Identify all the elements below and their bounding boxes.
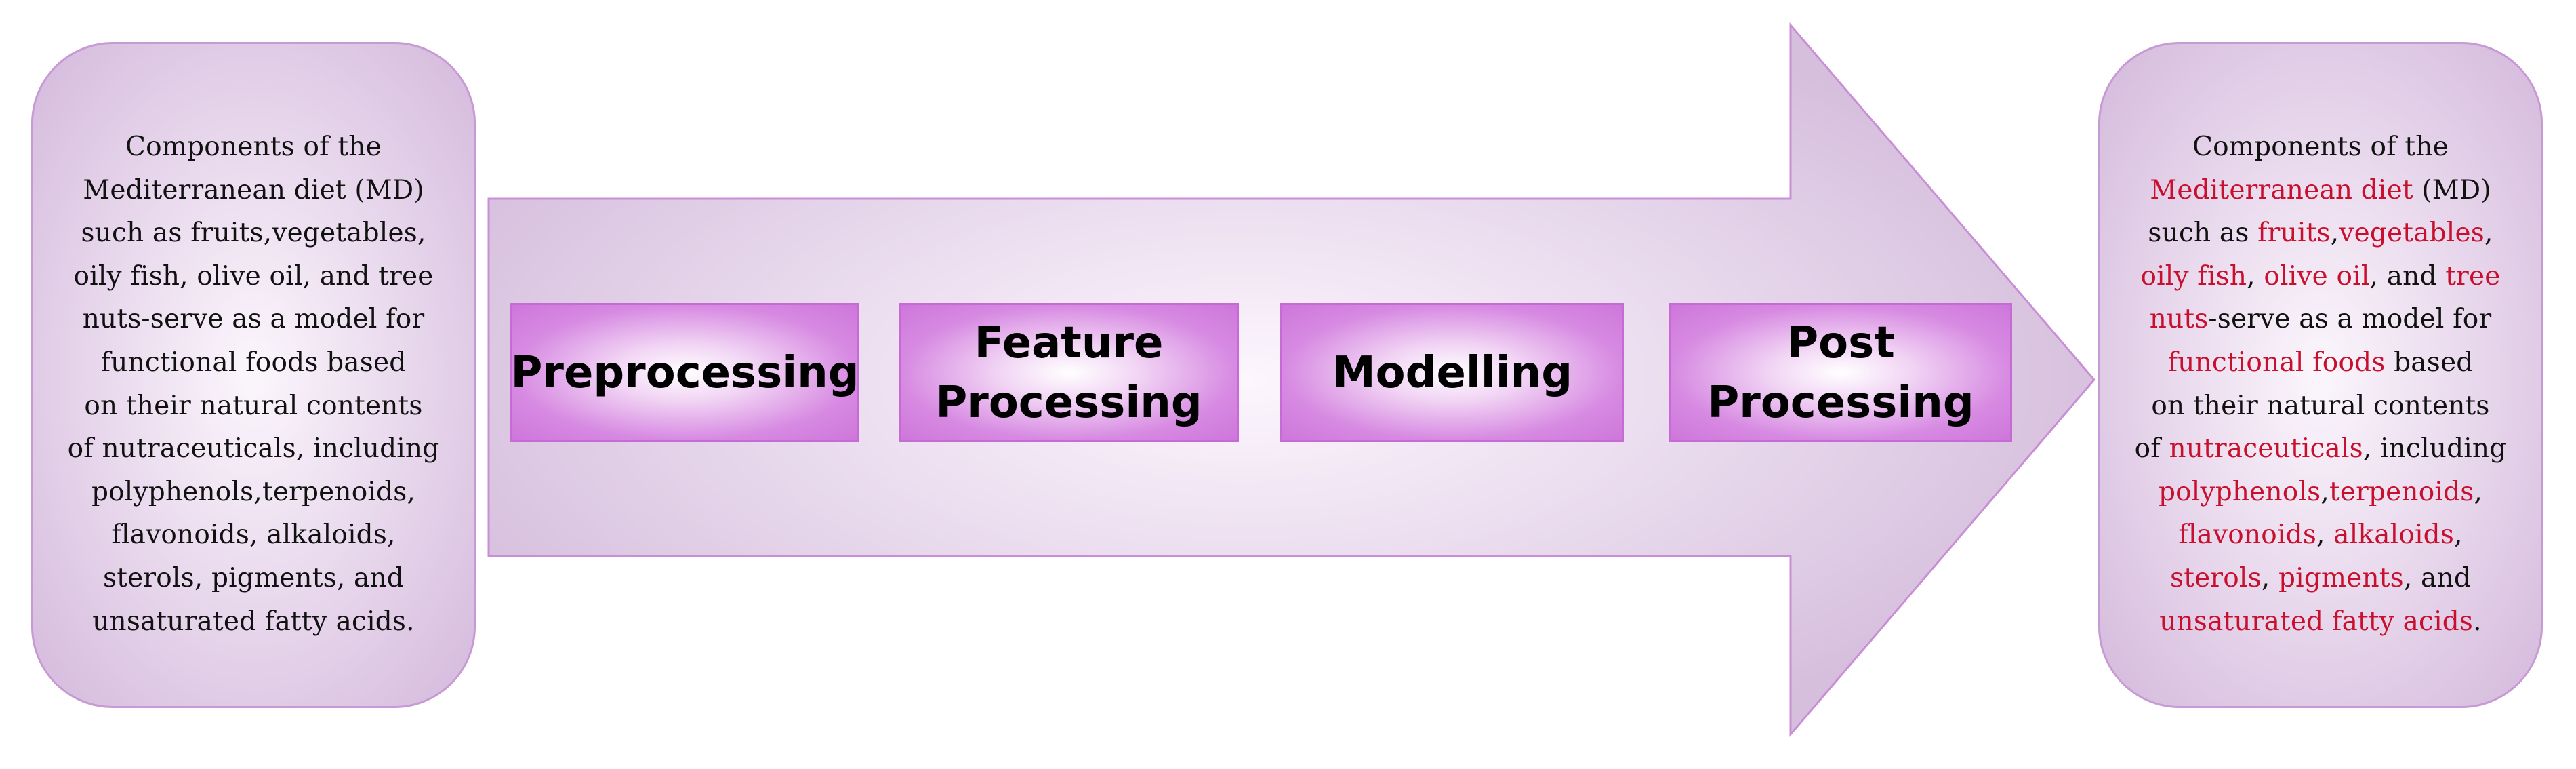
text-line: flavonoids, alkaloids, (33, 513, 474, 557)
text-line: polyphenols,terpenoids, (2100, 471, 2541, 514)
text-segment: , and (2369, 260, 2446, 292)
highlighted-term: functional foods (2167, 347, 2386, 378)
text-line: functional foods based (2100, 341, 2541, 384)
text-line: such as fruits,vegetables, (33, 212, 474, 255)
text-line: polyphenols,terpenoids, (33, 471, 474, 514)
text-line: Components of the (33, 125, 474, 169)
step-label: Feature Processing (935, 317, 1202, 428)
highlighted-term: vegetables (2339, 218, 2485, 249)
text-segment: unsaturated fatty acids. (92, 606, 415, 637)
highlighted-term: terpenoids (2329, 476, 2474, 507)
highlighted-term: oily fish (2140, 260, 2247, 292)
text-segment: Components of the (125, 132, 382, 162)
text-segment: , including (2363, 433, 2507, 465)
text-segment: on their natural contents (2151, 390, 2490, 421)
text-segment: Mediterranean diet (MD) (83, 174, 424, 205)
text-line: of nutraceuticals, including (2100, 427, 2541, 471)
highlighted-term: polyphenols (2158, 476, 2321, 507)
text-line: oily fish, olive oil, and tree (33, 255, 474, 298)
text-segment: polyphenols,terpenoids, (91, 476, 416, 507)
text-segment: , (2484, 218, 2493, 249)
text-line: sterols, pigments, and (2100, 557, 2541, 600)
text-segment: flavonoids, alkaloids, (111, 519, 396, 551)
text-line: of nutraceuticals, including (33, 427, 474, 471)
text-segment: of (2134, 433, 2169, 465)
highlighted-term: flavonoids (2178, 519, 2317, 551)
text-segment: sterols, pigments, and (103, 562, 404, 593)
text-segment: , (2316, 519, 2334, 551)
text-segment: functional foods based (100, 347, 407, 378)
text-line: unsaturated fatty acids. (33, 600, 474, 644)
text-line: sterols, pigments, and (33, 557, 474, 600)
text-segment: . (2473, 606, 2482, 637)
text-segment: , (2454, 519, 2463, 551)
text-line: Mediterranean diet (MD) (33, 169, 474, 212)
text-segment: , (2474, 476, 2483, 507)
text-line: on their natural contents (2100, 384, 2541, 428)
text-segment: such as (2148, 218, 2258, 249)
highlighted-term: sterols (2170, 562, 2262, 593)
highlighted-term: fruits (2257, 218, 2331, 249)
step-preprocessing: Preprocessing (510, 303, 859, 442)
highlighted-term: alkaloids (2333, 519, 2455, 551)
text-segment: on their natural contents (84, 390, 423, 421)
step-feature-processing: Feature Processing (899, 303, 1239, 442)
text-segment: , (2330, 218, 2339, 249)
highlighted-term: Mediterranean diet (2150, 174, 2413, 205)
text-line: on their natural contents (33, 384, 474, 428)
text-segment: -serve as a model for (2208, 304, 2492, 335)
text-line: oily fish, olive oil, and tree (2100, 255, 2541, 298)
text-line: unsaturated fatty acids. (2100, 600, 2541, 644)
text-line: functional foods based (33, 341, 474, 384)
text-segment: Components of the (2192, 132, 2449, 162)
text-segment: such as fruits,vegetables, (81, 218, 426, 249)
text-line: nuts-serve as a model for (2100, 298, 2541, 341)
step-modelling: Modelling (1280, 303, 1624, 442)
highlighted-term: tree (2445, 260, 2501, 292)
text-segment: of nutraceuticals, including (67, 433, 440, 465)
step-post-processing: Post Processing (1669, 303, 2012, 442)
highlighted-term: unsaturated fatty acids (2159, 606, 2474, 637)
highlighted-term: nutraceuticals (2169, 433, 2363, 465)
text-segment: , (2321, 476, 2329, 507)
text-line: such as fruits,vegetables, (2100, 212, 2541, 255)
highlighted-term: nuts (2149, 304, 2209, 335)
text-line: Mediterranean diet (MD) (2100, 169, 2541, 212)
text-line: Components of the (2100, 125, 2541, 169)
text-segment: , (2247, 260, 2264, 292)
text-segment: , and (2403, 562, 2471, 593)
highlighted-term: pigments (2278, 562, 2404, 593)
step-label: Post Processing (1707, 317, 1974, 428)
step-label: Modelling (1332, 347, 1573, 398)
text-segment: nuts-serve as a model for (82, 304, 425, 335)
text-line: nuts-serve as a model for (33, 298, 474, 341)
highlighted-term: olive oil (2264, 260, 2370, 292)
text-segment: , (2261, 562, 2278, 593)
text-segment: oily fish, olive oil, and tree (73, 260, 434, 292)
text-segment: based (2385, 347, 2474, 378)
text-segment: (MD) (2413, 174, 2491, 205)
text-line: flavonoids, alkaloids, (2100, 513, 2541, 557)
step-label: Preprocessing (510, 347, 859, 398)
